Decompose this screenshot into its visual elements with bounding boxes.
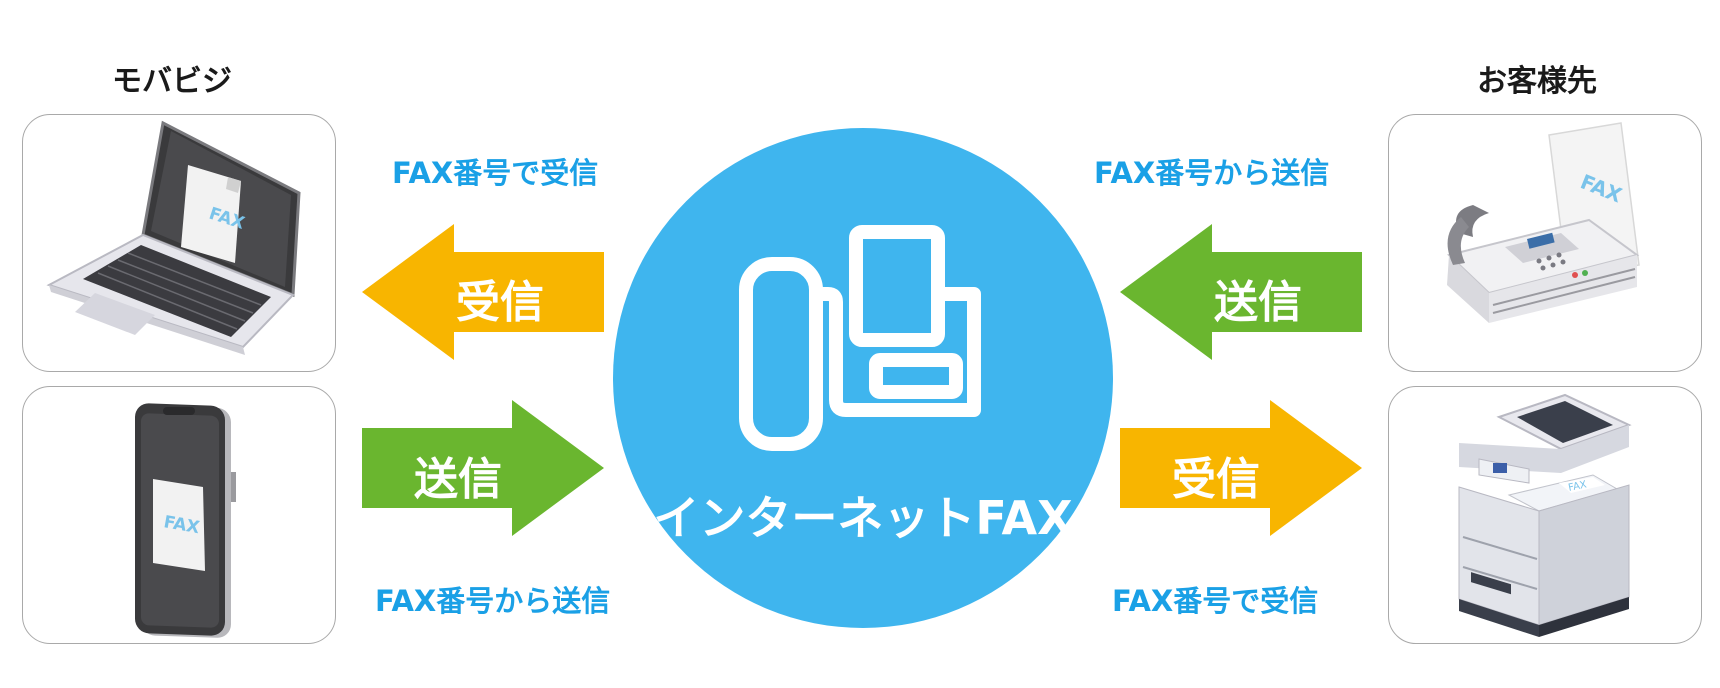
arrow-send-right bbox=[362, 400, 604, 536]
internet-fax-circle bbox=[613, 128, 1113, 628]
laptop-icon: FAX bbox=[46, 120, 301, 355]
arrow-text-left-top: 受信 bbox=[456, 277, 544, 328]
printer-fax-text: FAX bbox=[1567, 479, 1588, 494]
smartphone-box: FAX bbox=[22, 386, 336, 644]
mobabiji-heading: モバビジ bbox=[112, 64, 232, 99]
customer-heading: お客様先 bbox=[1477, 64, 1597, 99]
arrow-text-right-bottom: 受信 bbox=[1172, 454, 1260, 505]
smartphone-icon: FAX bbox=[135, 403, 236, 638]
laptop-box: FAX bbox=[22, 114, 336, 372]
arrow-text-left-bottom: 送信 bbox=[414, 454, 502, 505]
label-top-right: FAX番号から送信 bbox=[1094, 156, 1330, 190]
arrow-text-right-top: 送信 bbox=[1214, 277, 1302, 328]
label-top-left: FAX番号で受信 bbox=[392, 156, 599, 190]
center-label: インターネットFAX bbox=[653, 491, 1073, 545]
label-bottom-left: FAX番号から送信 bbox=[375, 584, 611, 618]
arrow-send-left bbox=[1120, 224, 1362, 360]
arrow-receive-left bbox=[362, 224, 604, 360]
arrow-receive-right bbox=[1120, 400, 1362, 536]
multifunction-printer-icon: FAX bbox=[1458, 393, 1632, 637]
fax-machine-box: FAX bbox=[1388, 114, 1702, 372]
fax-icon bbox=[739, 225, 981, 451]
multifunction-printer-box: FAX bbox=[1388, 386, 1702, 644]
fax-machine-icon: FAX bbox=[1446, 122, 1640, 323]
label-bottom-right: FAX番号で受信 bbox=[1112, 584, 1319, 618]
